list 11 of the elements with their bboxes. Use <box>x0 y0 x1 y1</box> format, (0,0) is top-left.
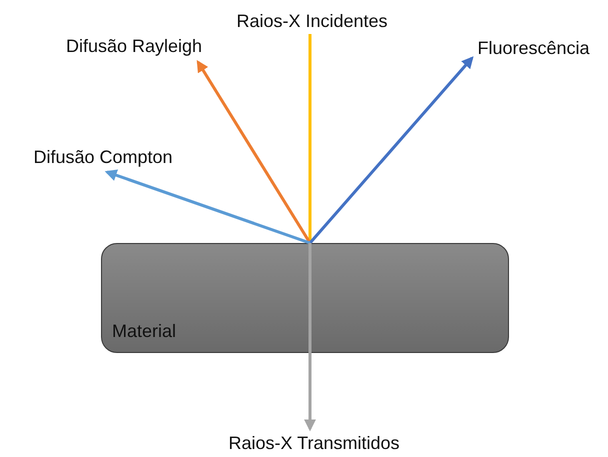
ray-label: Difusão Rayleigh <box>44 35 224 57</box>
ray-label: Raios-X Transmitidos <box>209 432 419 454</box>
ray-arrow <box>304 243 316 432</box>
ray-label: Difusão Compton <box>10 146 196 168</box>
ray-arrow <box>308 56 474 244</box>
material-block <box>101 243 509 353</box>
ray-label: Raios-X Incidentes <box>230 10 394 32</box>
ray-arrow <box>104 170 310 244</box>
material-label: Material <box>112 321 176 342</box>
ray-label: Fluorescência <box>461 37 606 59</box>
ray-arrow <box>196 60 312 244</box>
